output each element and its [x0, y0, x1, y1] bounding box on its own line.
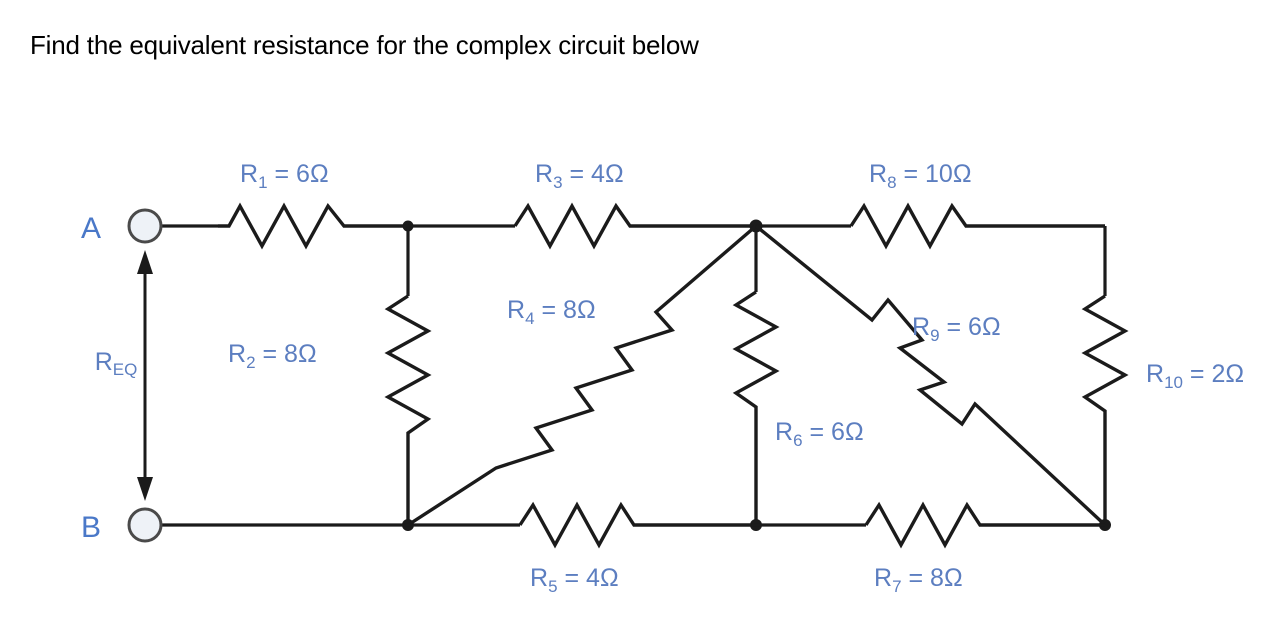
resistor-r5-symbol	[518, 501, 756, 549]
req-subscript: EQ	[113, 360, 138, 379]
label-r10: R10 = 2Ω	[1146, 360, 1244, 392]
label-r6: R6 = 6Ω	[775, 418, 864, 450]
label-r9: R9 = 6Ω	[912, 313, 1001, 345]
resistor-r9-symbol	[754, 224, 1107, 527]
label-r1: R1 = 6Ω	[240, 160, 329, 192]
resistor-r7-symbol	[864, 501, 1105, 549]
label-r5: R5 = 4Ω	[530, 564, 619, 596]
terminal-a-label: A	[81, 212, 101, 245]
label-r8: R8 = 10Ω	[869, 160, 972, 192]
terminal-b-label: B	[81, 511, 101, 544]
label-r7: R7 = 8Ω	[874, 564, 963, 596]
resistor-r1-symbol	[218, 202, 408, 250]
terminal-a[interactable]	[127, 208, 163, 244]
resistor-r10-symbol	[1081, 294, 1129, 525]
req-prefix: R	[95, 348, 113, 376]
resistor-r3-symbol	[513, 202, 756, 250]
terminal-b[interactable]	[127, 507, 163, 543]
label-r2: R2 = 8Ω	[228, 340, 317, 372]
req-arrow	[137, 250, 153, 501]
resistor-r8-symbol	[849, 202, 1105, 250]
label-r4: R4 = 8Ω	[507, 296, 596, 328]
resistor-r4-symbol	[407, 224, 758, 527]
req-arrow-head-up	[137, 250, 153, 274]
resistor-r6-symbol	[732, 290, 780, 525]
page-title: Find the equivalent resistance for the c…	[30, 30, 699, 60]
req-arrow-head-down	[137, 477, 153, 501]
label-r3: R3 = 4Ω	[535, 160, 624, 192]
resistor-r2-symbol	[384, 294, 432, 525]
req-label: REQ	[95, 348, 138, 379]
